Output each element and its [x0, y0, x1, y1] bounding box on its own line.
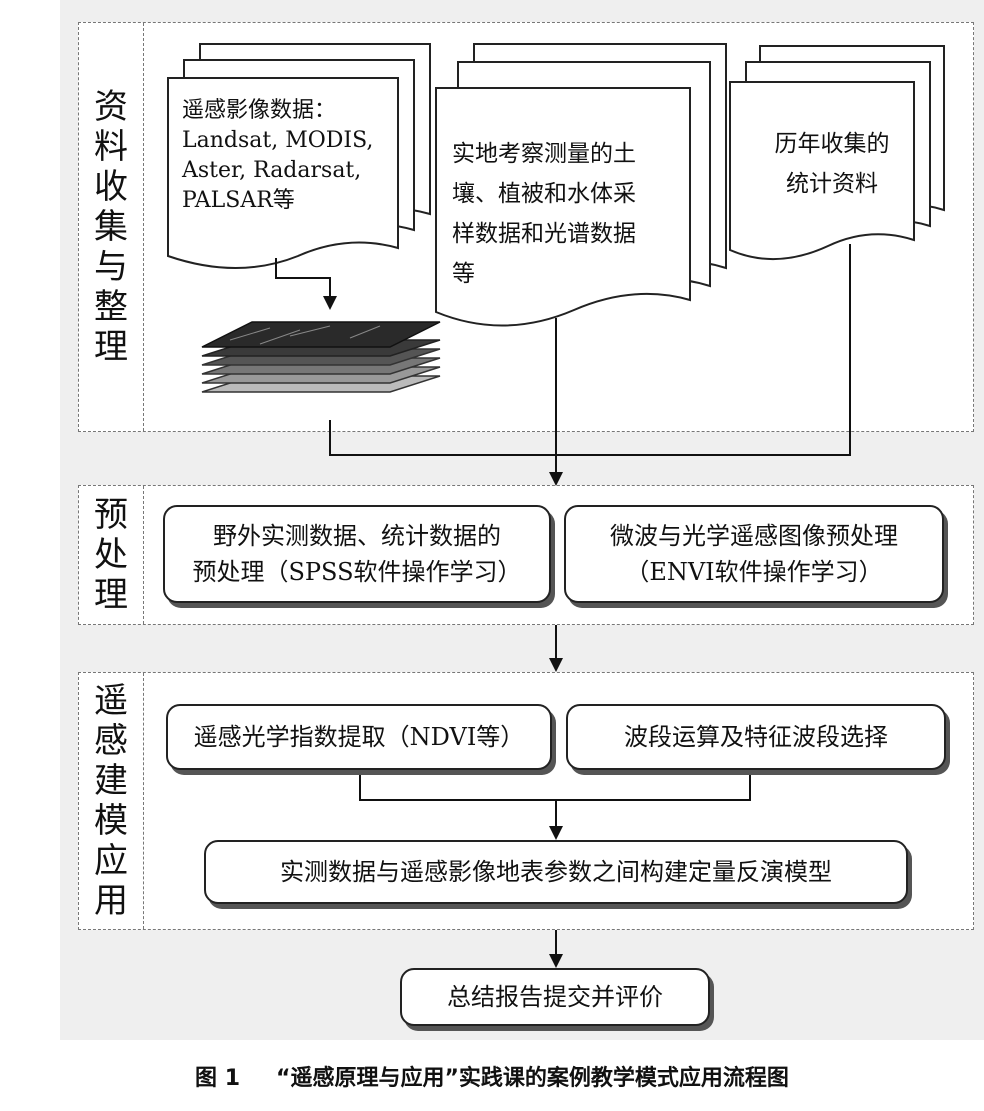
image-layer-stack-icon	[201, 321, 441, 393]
index-extraction-box: 遥感光学指数提取（NDVI等）	[166, 704, 552, 770]
figure-number: 图 1	[195, 1066, 241, 1091]
figure-title: “遥感原理与应用”实践课的案例教学模式应用流程图	[276, 1066, 789, 1091]
section-label: 预处理	[94, 495, 128, 615]
doc-text-field-data: 实地考察测量的土 壤、植被和水体采 样数据和光谱数据 等	[452, 141, 636, 287]
doc-text-stat-data: 历年收集的 统计资料	[774, 131, 890, 197]
figure-caption: 图 1 “遥感原理与应用”实践课的案例教学模式应用流程图	[0, 1060, 984, 1092]
image-preprocess-box: 微波与光学遥感图像预处理 （ENVI软件操作学习）	[564, 505, 944, 603]
section-label-box: 预处理	[79, 486, 144, 624]
band-selection-box: 波段运算及特征波段选择	[566, 704, 946, 770]
doc-stack-field-data	[435, 43, 727, 327]
section-label-box: 资料收集与整理	[79, 23, 144, 431]
doc-stack-stat-data	[729, 45, 945, 261]
section-label-box: 遥感建模应用	[79, 673, 144, 929]
flow-connectors	[275, 244, 851, 968]
doc-stack-rs-data	[167, 43, 431, 269]
inversion-model-box: 实测数据与遥感影像地表参数之间构建定量反演模型	[204, 840, 908, 904]
summary-box: 总结报告提交并评价	[400, 968, 710, 1026]
doc-text-rs-data: 遥感影像数据： Landsat, MODIS, Aster, Radarsat,…	[182, 98, 374, 213]
field-data-preprocess-box: 野外实测数据、统计数据的 预处理（SPSS软件操作学习）	[163, 505, 551, 603]
section-label: 遥感建模应用	[94, 681, 128, 921]
section-label: 资料收集与整理	[94, 87, 128, 367]
